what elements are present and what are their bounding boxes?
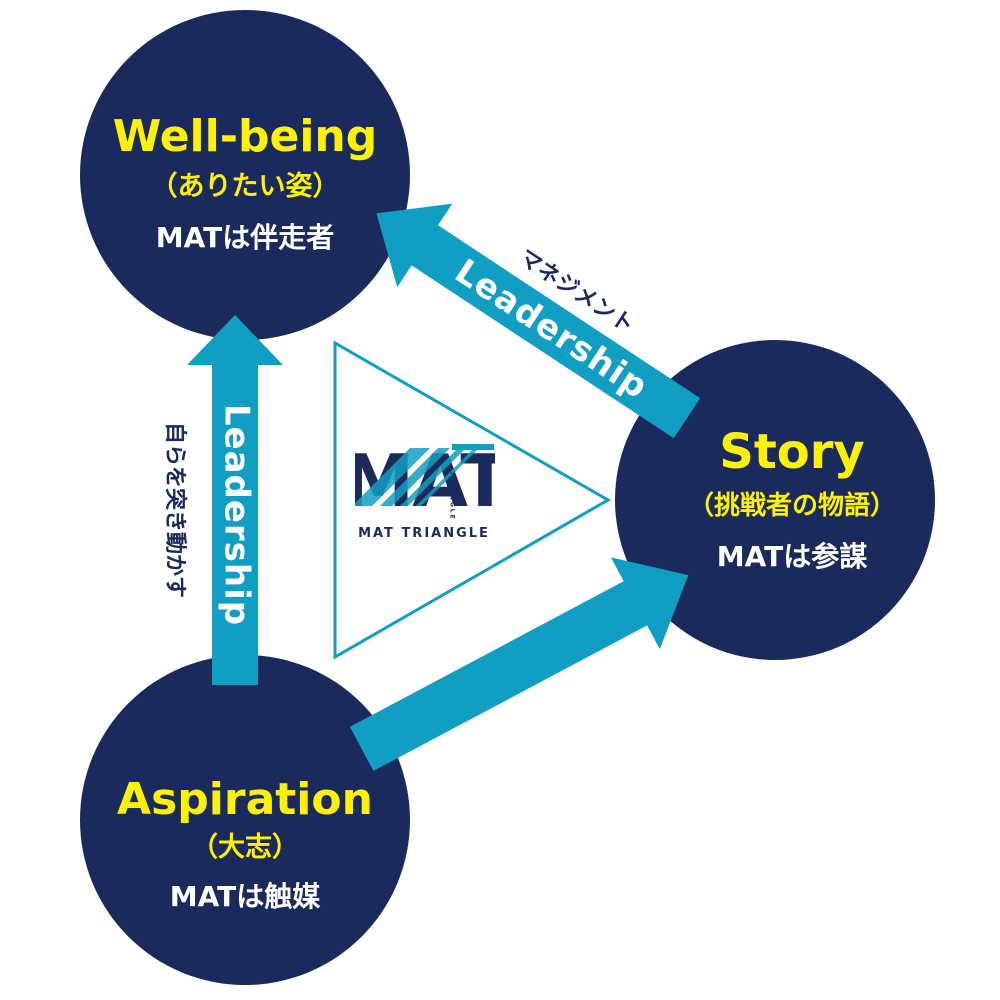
aspiration-subtitle: （大志） xyxy=(191,832,299,863)
vertical-side-note: 自らを突き動かす xyxy=(162,422,188,598)
aspiration-story-arrow-group xyxy=(349,557,689,771)
center-triangle xyxy=(333,340,612,660)
mat-logo: MAT TRIANGLE MAT TRIANGLE xyxy=(355,444,495,541)
vertical-leadership-arrow xyxy=(187,315,283,685)
logo-caption: MAT TRIANGLE xyxy=(358,526,490,541)
wellbeing-role: MATは伴走者 xyxy=(156,221,334,254)
wellbeing-subtitle: （ありたい姿） xyxy=(151,171,340,202)
story-circle xyxy=(615,340,935,660)
aspiration-title: Aspiration xyxy=(117,774,373,825)
logo-top-bar xyxy=(452,444,494,450)
story-role: MATは参謀 xyxy=(717,540,867,573)
diagonal-leadership-arrow xyxy=(376,203,701,439)
logo-mark-small: TRIANGLE xyxy=(449,471,456,520)
story-subtitle: （挑戦者の物語） xyxy=(688,490,896,521)
wellbeing-circle xyxy=(80,10,410,340)
logo-stripes xyxy=(355,448,479,506)
story-title: Story xyxy=(719,424,864,480)
vertical-arrow-label: Leadership xyxy=(217,404,257,626)
aspiration-circle xyxy=(80,655,410,985)
wellbeing-title: Well-being xyxy=(113,111,377,162)
aspiration-role: MATは触媒 xyxy=(170,880,321,913)
aspiration-story-arrow xyxy=(349,557,689,771)
